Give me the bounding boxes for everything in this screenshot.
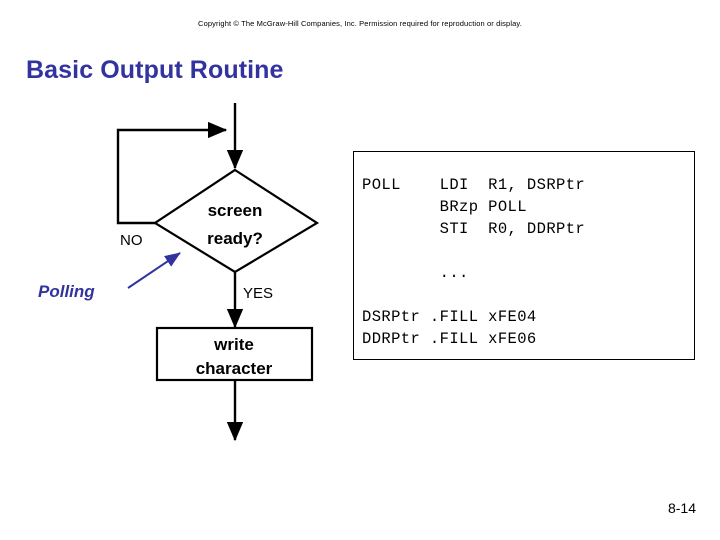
code-panel: POLL LDI R1, DSRPtr BRzp POLL STI R0, DD… <box>353 151 695 360</box>
process-box <box>155 326 314 382</box>
assembly-code-listing: POLL LDI R1, DSRPtr BRzp POLL STI R0, DD… <box>362 175 586 348</box>
decision-label-line1: screen <box>208 201 263 220</box>
process-label-line2: character <box>196 359 273 378</box>
process-label-line1: write <box>213 335 254 354</box>
decision-diamond <box>152 168 320 274</box>
polling-annotation-arrow <box>127 252 181 289</box>
polling-annotation-label: Polling <box>38 282 95 301</box>
branch-no-label: NO <box>120 232 143 249</box>
page-number: 8-14 <box>667 500 696 516</box>
branch-yes-label: YES <box>243 285 273 302</box>
decision-label-line2: ready? <box>207 229 263 248</box>
page-title: Basic Output Routine <box>26 56 284 84</box>
loop-back-arrow <box>116 121 228 225</box>
copyright-notice: Copyright © The McGraw-Hill Companies, I… <box>198 19 522 28</box>
